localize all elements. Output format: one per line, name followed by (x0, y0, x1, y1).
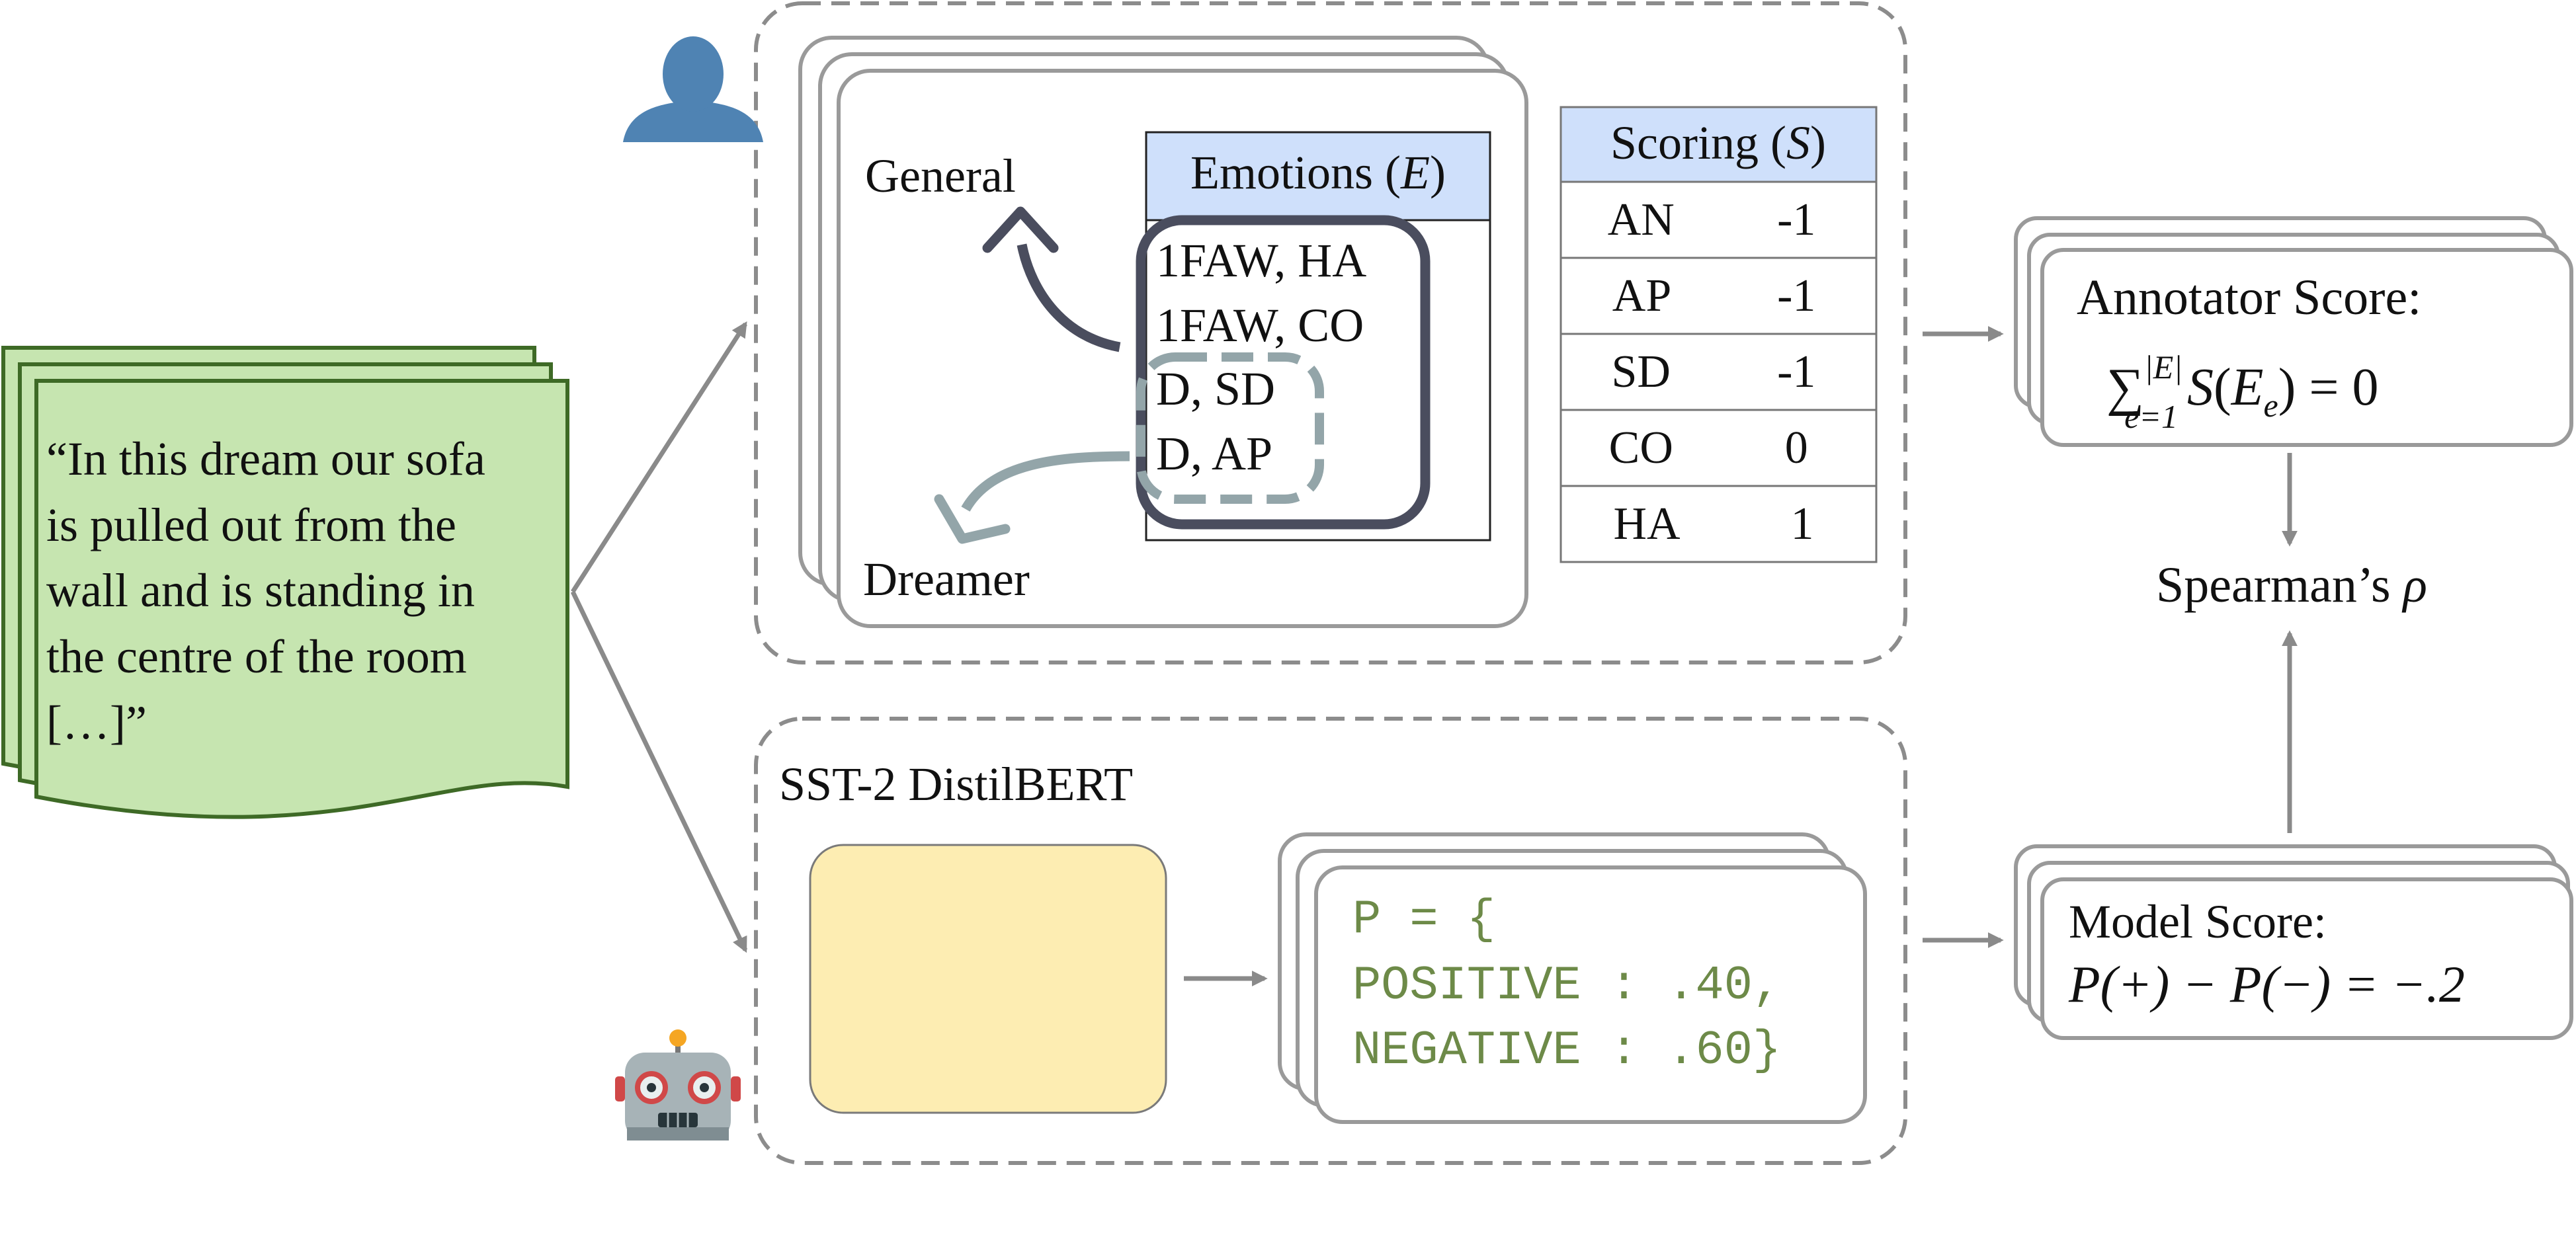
emotion-row: D, AP (1156, 427, 1272, 480)
model-output-line: POSITIVE : .40, (1352, 959, 1781, 1013)
arrow-to-model-panel (570, 590, 748, 953)
svg-text:“In this dream our sofa: “In this dream our sofa is pulled out fr… (46, 432, 497, 749)
dreamer-group-loop (1136, 352, 1324, 504)
spearman-label: Spearman’s ρ (2156, 557, 2427, 613)
general-label: General (865, 149, 1016, 202)
output-card-front (1314, 865, 1867, 1124)
dream-page-front (34, 379, 569, 819)
emotion-row: D, SD (1156, 362, 1275, 415)
model-panel: SST-2 DistilBERT P = { POSITIVE : .40, N… (615, 717, 1907, 1165)
dream-text-line: wall and is standing in (46, 564, 475, 617)
scoring-row (1559, 333, 1878, 411)
annotator-score-card-front (2040, 248, 2573, 447)
dream-text-line: “In this dream our sofa (46, 432, 485, 485)
scoring-row (1559, 180, 1878, 259)
scoring-code: AN (1608, 194, 1675, 245)
dream-text-line: […]” (46, 696, 147, 749)
emotions-table-header-text: Emotions (E) (1190, 146, 1446, 199)
scoring-table: Scoring (S) AN AP SD CO HA -1 -1 -1 0 1 (1559, 106, 1878, 563)
general-group-loop (1136, 215, 1431, 530)
scoring-code: HA (1613, 499, 1681, 549)
emotions-table: Emotions (E) 1FAW, HA 1FAW, CO D, SD D, … (1136, 131, 1491, 541)
scoring-row (1559, 409, 1878, 487)
scoring-value: 0 (1785, 422, 1808, 473)
dream-text-line: the centre of the room (46, 630, 467, 683)
dream-report-document: “In this dream our sofa is pulled out fr… (1, 346, 569, 819)
model-output-line: NEGATIVE : .60} (1352, 1023, 1781, 1078)
scoring-value: -1 (1777, 346, 1815, 397)
general-curved-arrow (982, 206, 1121, 352)
annotator-panel: Emotions (E) 1FAW, HA 1FAW, CO D, SD D, … (623, 1, 1907, 664)
dream-text-line: is pulled out from the (46, 499, 456, 551)
scoring-row (1559, 485, 1878, 563)
emotions-table-header (1145, 131, 1491, 221)
svg-text:1FAW, HA 1FAW, CO: 1FAW, HA 1FAW, CO D, SD D, AP (1156, 234, 1376, 480)
arrow-to-annotator-panel (571, 321, 747, 593)
scoring-value: -1 (1777, 194, 1815, 245)
model-score-card-front (2040, 877, 2573, 1040)
person-silhouette-icon (623, 36, 763, 142)
model-output-line: P = { (1352, 893, 1495, 947)
svg-text:P = { POSITIVE : .40,: P = { POSITIVE : .40, NEGATIVE : .60} (1352, 893, 1809, 1078)
model-score-formula: P(+) − P(−) = −.2 (2068, 955, 2465, 1013)
scoring-table-header-text: Scoring (S) (1610, 116, 1826, 169)
annotator-score-title: Annotator Score: (2077, 270, 2421, 325)
scoring-code: CO (1609, 422, 1673, 473)
svg-text:-1 -1 -1: -1 -1 -1 0 1 (1777, 194, 1827, 549)
dreamer-curved-arrow (934, 451, 1130, 544)
scoring-row (1559, 257, 1878, 335)
model-score-title: Model Score: (2069, 895, 2327, 948)
annotator-panel-border (754, 1, 1907, 664)
robot-face-icon (615, 1029, 741, 1141)
svg-text:AN AP SD: AN AP SD CO HA (1608, 194, 1686, 549)
model-box (809, 844, 1167, 1114)
model-panel-border (754, 717, 1907, 1165)
scoring-table-header (1559, 106, 1878, 183)
scoring-value: 1 (1791, 499, 1814, 549)
dreamer-label: Dreamer (863, 553, 1030, 606)
scoring-code: AP (1612, 270, 1671, 321)
model-panel-title: SST-2 DistilBERT (779, 758, 1133, 811)
emotion-row: 1FAW, HA (1156, 234, 1366, 287)
emotion-row: 1FAW, CO (1156, 299, 1364, 352)
scoring-value: -1 (1777, 270, 1815, 321)
scoring-code: SD (1612, 346, 1671, 397)
model-score-box: Model Score: P(+) − P(−) = −.2 (2014, 844, 2573, 1040)
